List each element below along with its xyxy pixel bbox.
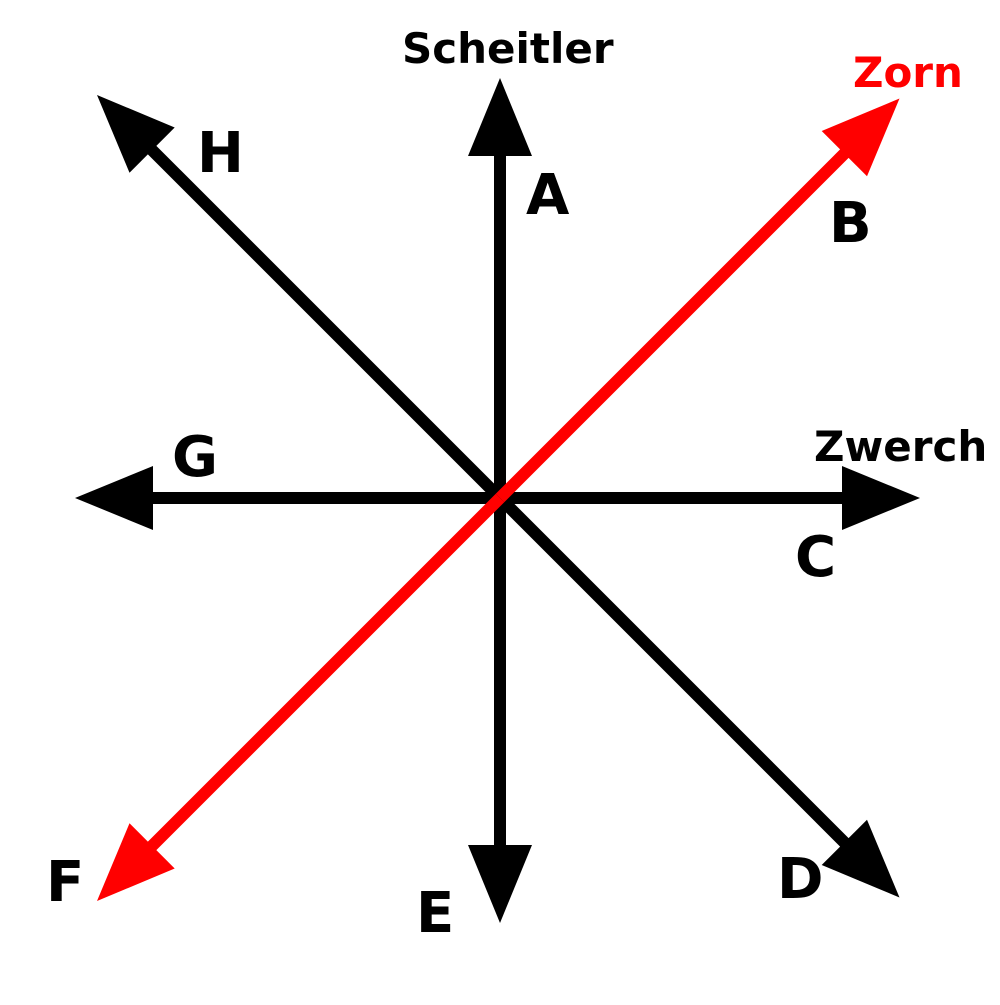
arrow-label-g: G	[172, 425, 218, 490]
arrow-h-head	[97, 95, 175, 173]
arrow-c	[500, 466, 920, 530]
arrow-b-head	[821, 98, 900, 177]
arrow-e	[468, 498, 532, 923]
arrow-label-e: E	[416, 881, 455, 946]
arrow-label-d: D	[777, 847, 824, 912]
arrow-c-head	[842, 466, 920, 530]
arrow-f	[97, 493, 505, 901]
arrow-label-f: F	[46, 850, 85, 915]
arrow-b	[495, 98, 900, 503]
arrow-name-zwerch: Zwerch	[814, 422, 988, 471]
arrow-label-h: H	[197, 121, 244, 186]
arrow-f-head	[97, 823, 175, 901]
arrow-a-head	[468, 78, 532, 156]
arrow-g	[75, 466, 500, 530]
arrow-label-b: B	[829, 191, 872, 256]
arrow-d-shaft	[495, 493, 853, 851]
arrow-name-zorn: Zorn	[853, 48, 963, 97]
arrow-a	[468, 78, 532, 498]
arrow-b-shaft	[495, 145, 853, 503]
arrow-label-c: C	[795, 525, 837, 590]
arrow-label-a: A	[526, 163, 570, 228]
arrow-d-head	[821, 819, 900, 898]
arrow-e-head	[468, 845, 532, 923]
arrow-h-shaft	[143, 141, 505, 503]
arrow-name-scheitler: Scheitler	[402, 24, 614, 73]
arrow-g-head	[75, 466, 153, 530]
arrow-h	[97, 95, 505, 503]
arrow-f-shaft	[143, 493, 505, 855]
arrow-d	[495, 493, 900, 898]
